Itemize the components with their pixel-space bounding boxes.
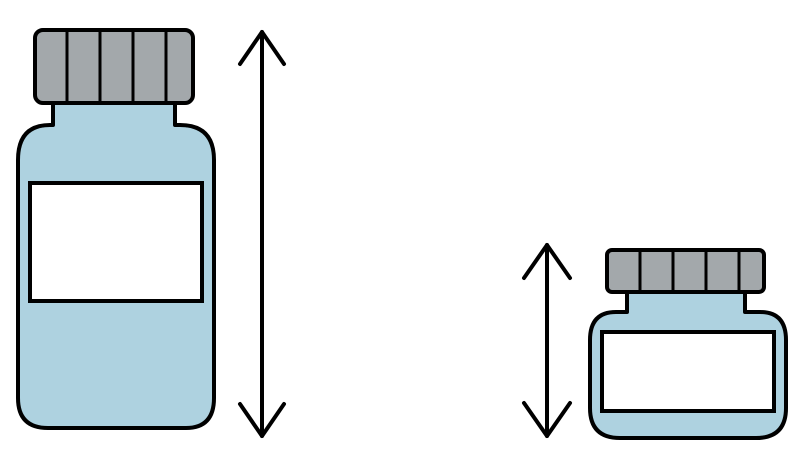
tall-bottle-cap [33,28,195,105]
short-jar-cap [605,248,766,294]
tall-bottle-label [28,181,204,303]
tall-height-arrow [238,30,286,438]
short-jar-icon [588,248,788,440]
tall-bottle-icon [16,28,216,430]
short-height-arrow [522,243,572,438]
short-jar-label [600,330,776,413]
